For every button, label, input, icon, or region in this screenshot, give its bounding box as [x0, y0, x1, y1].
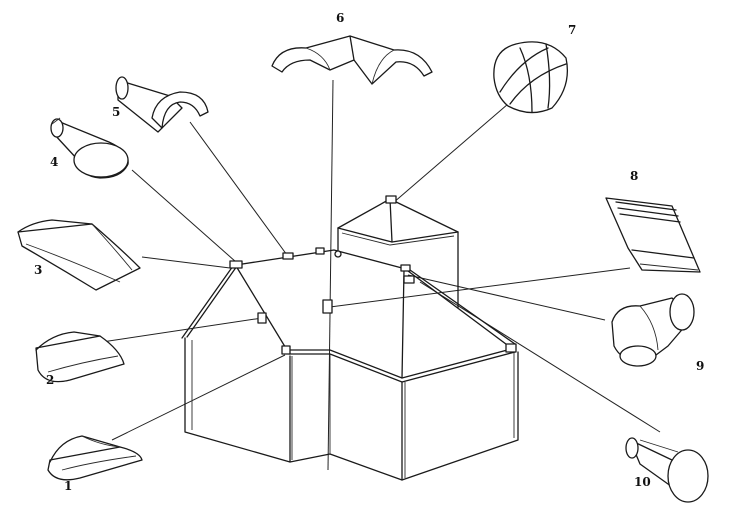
tile-8	[605, 197, 701, 273]
tile-1	[47, 435, 143, 481]
callout-7: 7	[568, 23, 576, 37]
leader-2	[101, 317, 263, 343]
leader-8	[329, 267, 631, 308]
leader-7	[392, 103, 509, 204]
callout-10: 10	[634, 475, 651, 489]
callout-8: 8	[630, 169, 638, 183]
callout-4: 4	[50, 155, 58, 169]
leader-5	[189, 121, 288, 256]
leader-4	[131, 169, 237, 263]
house-assembly	[181, 195, 519, 481]
main-roof	[181, 249, 516, 383]
tile-9	[611, 293, 695, 367]
leader-3	[141, 256, 231, 269]
tile-4	[50, 117, 129, 179]
callout-3: 3	[34, 263, 42, 277]
leader-1	[111, 354, 286, 441]
callout-numbers: 1 2 3 4 5 6 7 8 9 10	[34, 11, 704, 493]
tile-10	[625, 437, 709, 503]
leader-6	[327, 79, 334, 471]
leader-10	[419, 281, 661, 433]
callout-9: 9	[696, 359, 704, 373]
callout-2: 2	[46, 373, 54, 387]
tile-3	[17, 219, 141, 291]
callout-5: 5	[112, 105, 120, 119]
ridge-fittings	[229, 195, 517, 355]
callout-6: 6	[336, 11, 344, 25]
callout-1: 1	[64, 479, 72, 493]
tile-2	[35, 331, 125, 383]
tile-7	[493, 41, 569, 114]
leader-9	[407, 274, 606, 321]
tile-5	[115, 76, 209, 133]
leader-lines	[101, 79, 661, 471]
walls	[184, 337, 519, 481]
tile-6	[271, 35, 433, 85]
